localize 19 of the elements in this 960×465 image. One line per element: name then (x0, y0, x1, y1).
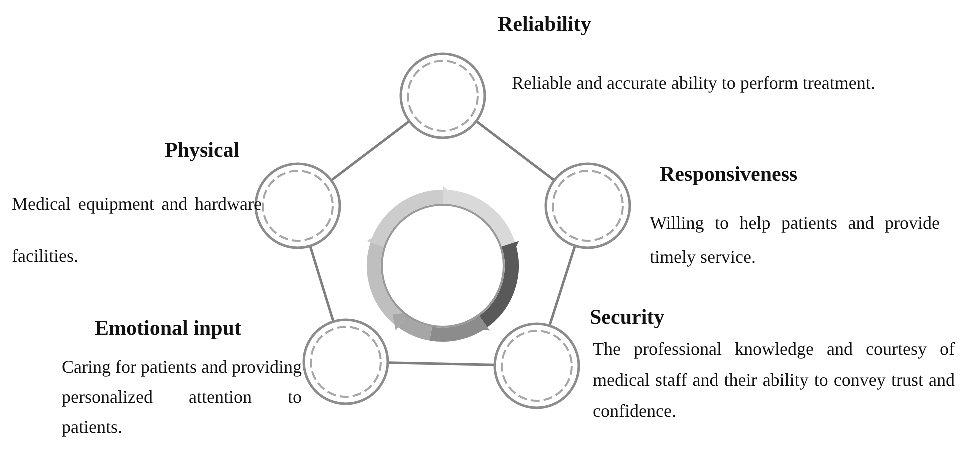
description-text: Reliable and accurate ability to perform treatment. (512, 72, 876, 95)
connector-line (388, 362, 494, 366)
dimension-heading: Physical (165, 138, 240, 163)
dimension-heading: Responsiveness (660, 162, 798, 187)
description-text: Caring for patients and providing personalized attention to patients. (62, 356, 302, 439)
connector-line (309, 246, 335, 322)
circle-node (494, 323, 580, 409)
connector-line (332, 121, 410, 181)
circle-node (400, 53, 486, 139)
description-text: Medical equipment and hardware facilities. (12, 193, 262, 268)
circle-node (303, 319, 389, 405)
dimension-heading: Security (590, 305, 665, 330)
dimension-heading: Reliability (498, 12, 592, 37)
circle-node (545, 163, 631, 249)
connector-line (548, 246, 576, 326)
description-text: Willing to help patients and provide timely service. (650, 212, 940, 269)
connector-line (476, 121, 554, 181)
dimension-heading: Emotional input (95, 316, 242, 341)
description-text: The professional knowledge and courtesy of medical staff and their ability to convey trust and confidence. (593, 338, 955, 423)
